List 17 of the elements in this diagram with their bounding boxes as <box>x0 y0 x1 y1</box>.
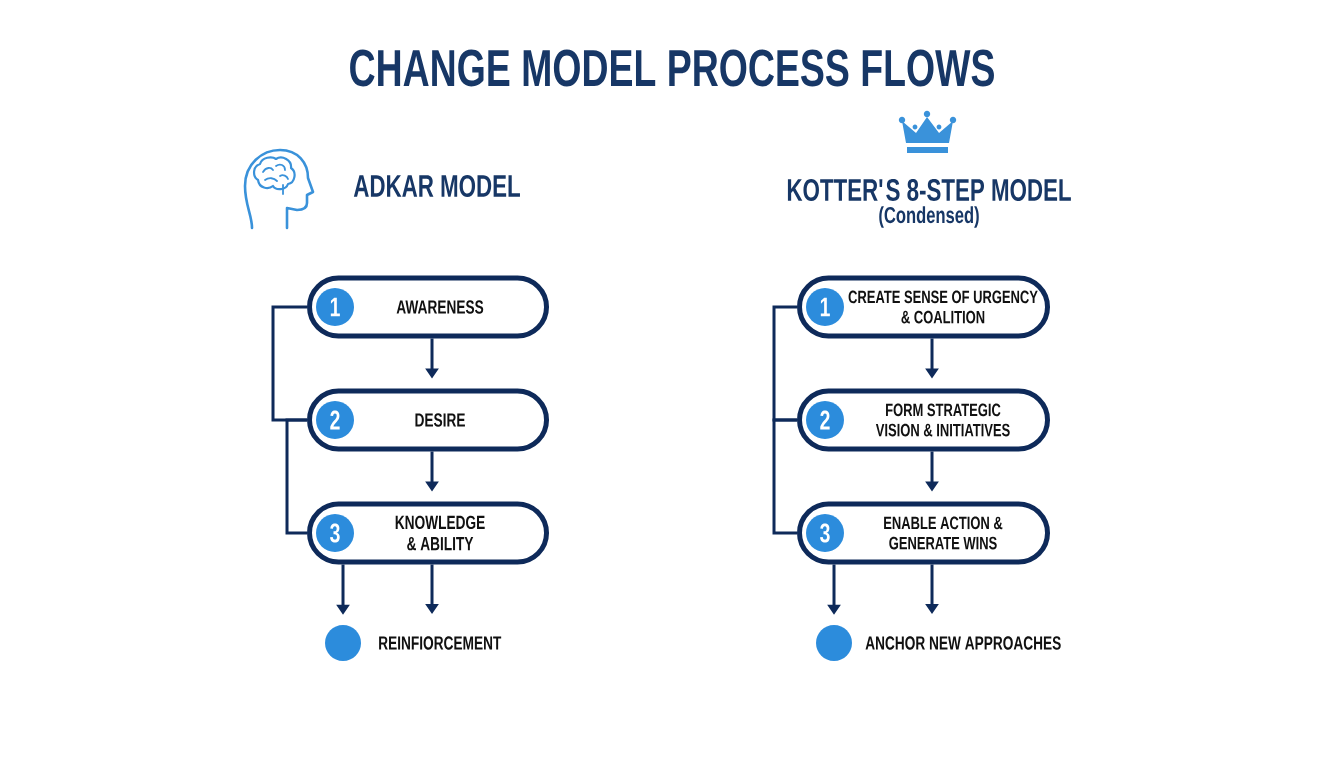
end-label: ANCHOR NEW APPROACHES <box>865 636 1061 650</box>
section-heading: KOTTER'S 8-STEP MODEL <box>787 179 1071 201</box>
circle-marker <box>325 625 361 661</box>
circle-marker <box>816 625 852 661</box>
connector-line <box>285 418 307 535</box>
number-badge: 1 <box>806 288 844 326</box>
number-badge: 2 <box>806 401 844 439</box>
connector-line <box>772 418 797 535</box>
subtitle: (Condensed) <box>879 206 979 228</box>
number-badge: 1 <box>316 288 354 326</box>
number-badge: 3 <box>316 514 354 552</box>
number-badge: 2 <box>316 401 354 439</box>
number-badge: 3 <box>806 514 844 552</box>
end-label: REINFIORCEMENT <box>379 636 502 650</box>
title: CHANGE MODEL PROCESS FLOWS <box>350 49 994 87</box>
connector-line <box>271 305 307 422</box>
section-heading: ADKAR MODEL <box>353 175 520 197</box>
